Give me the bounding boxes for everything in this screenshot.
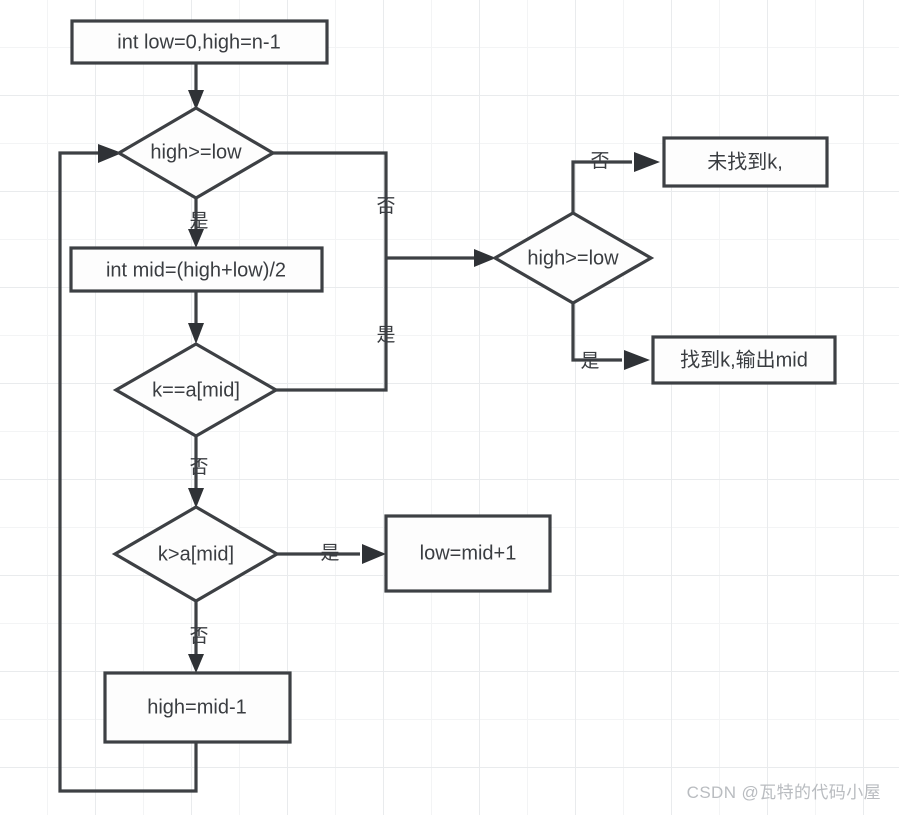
node-final-cond[interactable]: high>=low <box>491 211 655 305</box>
node-loop-cond-label: high>=low <box>150 141 242 163</box>
edge-eq-no-to-gtcond <box>188 436 204 508</box>
node-set-high-label: high=mid-1 <box>147 696 247 718</box>
node-eq-cond-label: k==a[mid] <box>152 379 240 401</box>
edge-label-eq-yes: 是 <box>376 325 395 346</box>
node-gt-cond-label: k>a[mid] <box>158 543 234 565</box>
node-calc-mid-label: int mid=(high+low)/2 <box>106 259 286 281</box>
edge-loop-yes-to-calcmid <box>188 198 204 248</box>
edge-init-to-loop <box>188 63 204 110</box>
node-set-high[interactable]: high=mid-1 <box>103 671 292 744</box>
edge-label-eq-no: 否 <box>189 457 208 478</box>
node-eq-cond[interactable]: k==a[mid] <box>112 342 280 438</box>
csdn-watermark: CSDN @瓦特的代码小屋 <box>686 783 881 802</box>
node-not-found-label: 未找到k, <box>707 150 783 173</box>
node-final-cond-label: high>=low <box>527 247 619 269</box>
edge-calcmid-to-eqcond <box>188 291 204 344</box>
edge-label-loop-no: 否 <box>376 196 395 217</box>
node-init-label: int low=0,high=n-1 <box>117 31 280 53</box>
edge-gt-no-to-sethigh <box>188 601 204 673</box>
edge-final-no-to-notfound <box>571 152 660 213</box>
node-calc-mid[interactable]: int mid=(high+low)/2 <box>69 246 324 293</box>
edge-label-final-no: 否 <box>590 151 609 172</box>
node-loop-cond[interactable]: high>=low <box>115 106 277 200</box>
edge-label-gt-yes: 是 <box>320 543 339 564</box>
edge-label-gt-no: 否 <box>189 626 208 647</box>
node-set-low[interactable]: low=mid+1 <box>384 514 552 593</box>
node-found-label: 找到k,输出mid <box>680 348 808 371</box>
edge-feedback-loop <box>58 144 198 793</box>
edge-rail-to-finalcond <box>386 249 496 267</box>
node-not-found[interactable]: 未找到k, <box>662 136 829 188</box>
node-found[interactable]: 找到k,输出mid <box>651 335 837 385</box>
node-set-low-label: low=mid+1 <box>420 542 517 564</box>
node-init[interactable]: int low=0,high=n-1 <box>70 19 329 65</box>
edge-label-loop-yes: 是 <box>189 211 208 232</box>
node-gt-cond[interactable]: k>a[mid] <box>111 505 281 603</box>
edge-label-final-yes: 是 <box>580 351 599 372</box>
edge-final-yes-to-found <box>571 303 650 370</box>
edge-loop-no-rail <box>273 151 388 258</box>
edge-gt-yes-to-setlow <box>277 544 386 564</box>
edge-eq-yes-rail <box>276 258 388 392</box>
